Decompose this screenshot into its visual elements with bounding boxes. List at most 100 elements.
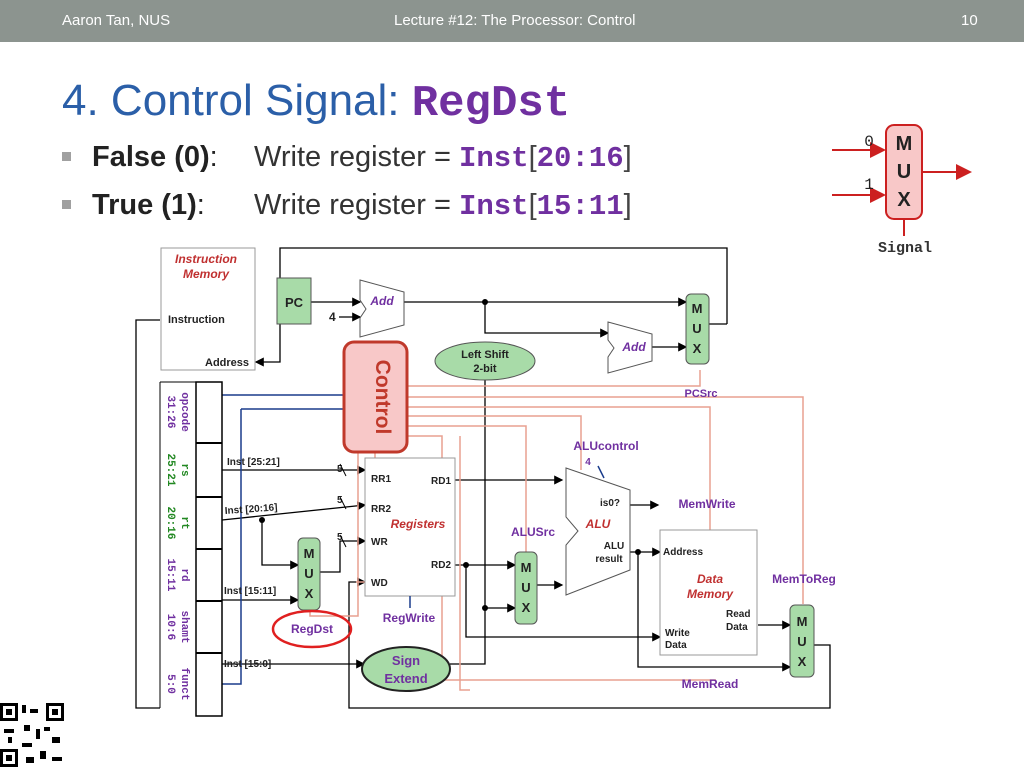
lecture-label: Lecture #12: The Processor: Control [394,12,636,29]
field-rs-name: rs [178,463,190,476]
left-shift-label: 2-bit [473,363,497,375]
inst-150-label: Inst [15:0] [224,659,271,670]
alu-is0-label: is0? [600,498,620,509]
rr2-port: RR2 [371,504,391,515]
constant-four: 4 [329,310,336,324]
bullet-label: False (0): [92,141,218,174]
field-rd-bits: 15:11 [164,558,176,591]
bullet-range: 15:11 [536,190,624,223]
mux-m: M [304,546,315,561]
address-port-label: Address [205,357,249,369]
alu-result-label: ALU [604,541,625,552]
data-memory-title: Memory [687,587,734,601]
alucontrol-label: ALUcontrol [573,439,638,453]
title-signal: RegDst [411,79,571,129]
mux-x: X [693,341,702,356]
adder-branch-label: Add [621,340,646,354]
memtoreg-mux [789,604,815,678]
legend-input0-label: 0 [864,133,874,151]
instruction-memory-box [160,247,256,371]
opcode-wires [222,394,343,685]
left-shift-label: Left Shift [461,349,509,361]
pc-register [276,277,312,325]
bullet-text: Write register = Inst[20:16] [254,141,632,175]
read-data-port: Read [726,609,750,620]
legend-mux-x: X [897,189,911,211]
adder-pc [359,279,405,338]
bullet-bracket: [ [528,141,537,173]
field-shamt-bits: 10:6 [164,614,176,640]
inst-1511-label: Inst [15:11] [224,586,276,597]
data-memory-title: Data [697,572,723,586]
alu-title: ALU [585,517,611,531]
author-label: Aaron Tan, NUS [62,12,171,29]
wr-port: WR [371,537,388,548]
bullet-text-plain: Write register = [254,141,459,173]
field-funct-name: funct [178,667,190,700]
field-rs-bits: 25:21 [164,453,176,486]
memread-label: MemRead [682,677,739,691]
data-memory-address-port: Address [663,547,703,558]
bullet-range: 20:16 [536,142,624,175]
left-shift-unit [434,341,536,381]
bullet-text: Write register = Inst[15:11] [254,189,632,223]
instruction-fields: opcode 31:26 rs 25:21 rt 20:16 rd 15:11 … [159,381,223,717]
mux-u: U [797,634,806,649]
rr1-port: RR1 [371,474,391,485]
mux-u: U [692,321,701,336]
rd2-port: RD2 [431,560,451,571]
width-5-label: 5 [337,495,343,506]
regdst-highlight [271,609,353,649]
page-number: 10 [961,12,978,29]
bullet-square-icon [62,200,71,209]
alusrc-label: ALUSrc [511,525,555,539]
instruction-port-label: Instruction [168,314,225,326]
bullet-text-plain: Write register = [254,189,459,221]
control-unit [342,340,409,454]
pc-label: PC [285,295,304,310]
sign-extend-unit [361,646,451,692]
legend-mux-u: U [897,161,911,183]
mux-m: M [797,614,808,629]
regwrite-label: RegWrite [383,611,436,625]
bullet-label-text: True (1) [92,189,197,221]
data-memory [659,529,758,656]
field-opcode-name: opcode [178,392,190,432]
bullet-colon: : [209,141,218,173]
slide-header: Aaron Tan, NUS Lecture #12: The Processo… [0,0,1024,42]
bullet-label-text: False (0) [92,141,210,173]
inst-2521-label: Inst [25:21] [227,457,280,468]
write-data-port: Data [665,640,687,651]
title-prefix: 4. Control Signal: [62,76,412,125]
mux-x: X [798,654,807,669]
width-5-label: 5 [337,532,343,543]
alucontrol-width: 4 [585,457,591,468]
bullet-bracket: [ [528,189,537,221]
qr-code-icon [0,703,64,767]
field-rd-name: rd [178,568,190,581]
control-label: Control [371,360,394,435]
mux-x: X [305,586,314,601]
bullet-code: Inst [458,142,529,175]
instruction-memory-title: Instruction [175,252,237,266]
width-5-label: 5 [337,464,343,475]
bullet-bracket: ] [623,141,632,173]
slide-title: 4. Control Signal: RegDst [62,76,570,129]
instruction-memory: Instruction Memory Instruction Address [160,247,256,371]
alu-unit [565,467,631,596]
mux-m: M [692,301,703,316]
sign-extend-label: Sign [392,653,420,668]
register-file [364,457,456,597]
bullet-square-icon [62,152,71,161]
pcsrc-label: PCSrc [684,388,717,400]
sign-extend-label: Extend [384,671,427,686]
bullet-label: True (1): [92,189,205,222]
adder-pc-label: Add [369,294,394,308]
legend-signal-caption: Signal [878,240,932,257]
field-opcode-bits: 31:26 [164,395,176,428]
datapath-wires [135,247,831,709]
adder-branch [607,321,653,374]
mux-legend: M U X 0 1 Signal [832,124,972,257]
field-rt-bits: 20:16 [164,506,176,539]
